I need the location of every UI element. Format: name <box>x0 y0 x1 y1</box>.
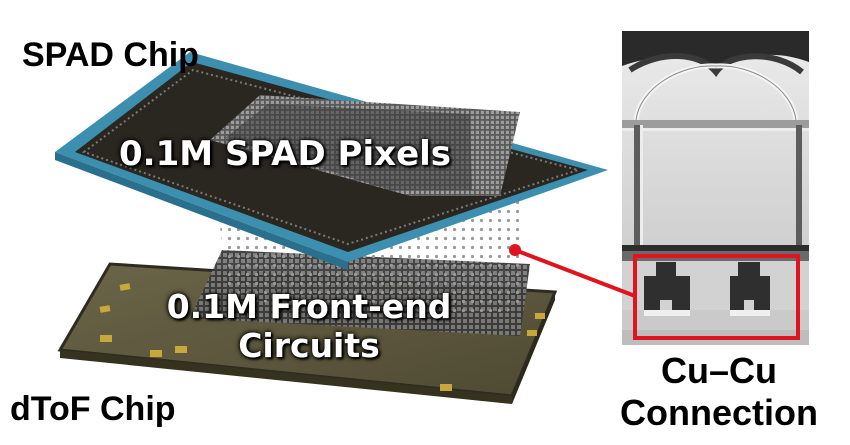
spad-pixels-label: 0.1M SPAD Pixels <box>119 134 452 174</box>
front-end-line-2: Circuits <box>238 326 380 365</box>
dtof-chip-edge <box>60 350 512 404</box>
cucu-callout <box>509 244 800 340</box>
dtof-chip-label: dToF Chip <box>10 390 176 428</box>
cucu-highlight-box <box>633 254 800 340</box>
cucu-line-2: Connection <box>620 392 818 433</box>
spad-chip-edge <box>55 152 348 270</box>
cucu-connection-label: Cu–Cu Connection <box>596 353 842 431</box>
front-end-line-1: 0.1M Front-end <box>166 287 452 326</box>
spad-pixel-array-inner <box>225 104 472 190</box>
cucu-line-1: Cu–Cu <box>661 350 777 391</box>
callout-dot <box>509 244 521 256</box>
front-end-circuits-label: 0.1M Front-end Circuits <box>140 290 478 362</box>
cu-cu-bonds <box>644 262 770 310</box>
spad-pad-ring <box>81 68 582 246</box>
spad-chip <box>55 52 608 270</box>
spad-chip-label: SPAD Chip <box>22 36 199 74</box>
dtof-chip-edge-right <box>512 292 555 404</box>
sem-cross-section-image <box>622 31 809 345</box>
callout-line <box>514 248 636 298</box>
dtof-bond-pads <box>99 283 545 391</box>
